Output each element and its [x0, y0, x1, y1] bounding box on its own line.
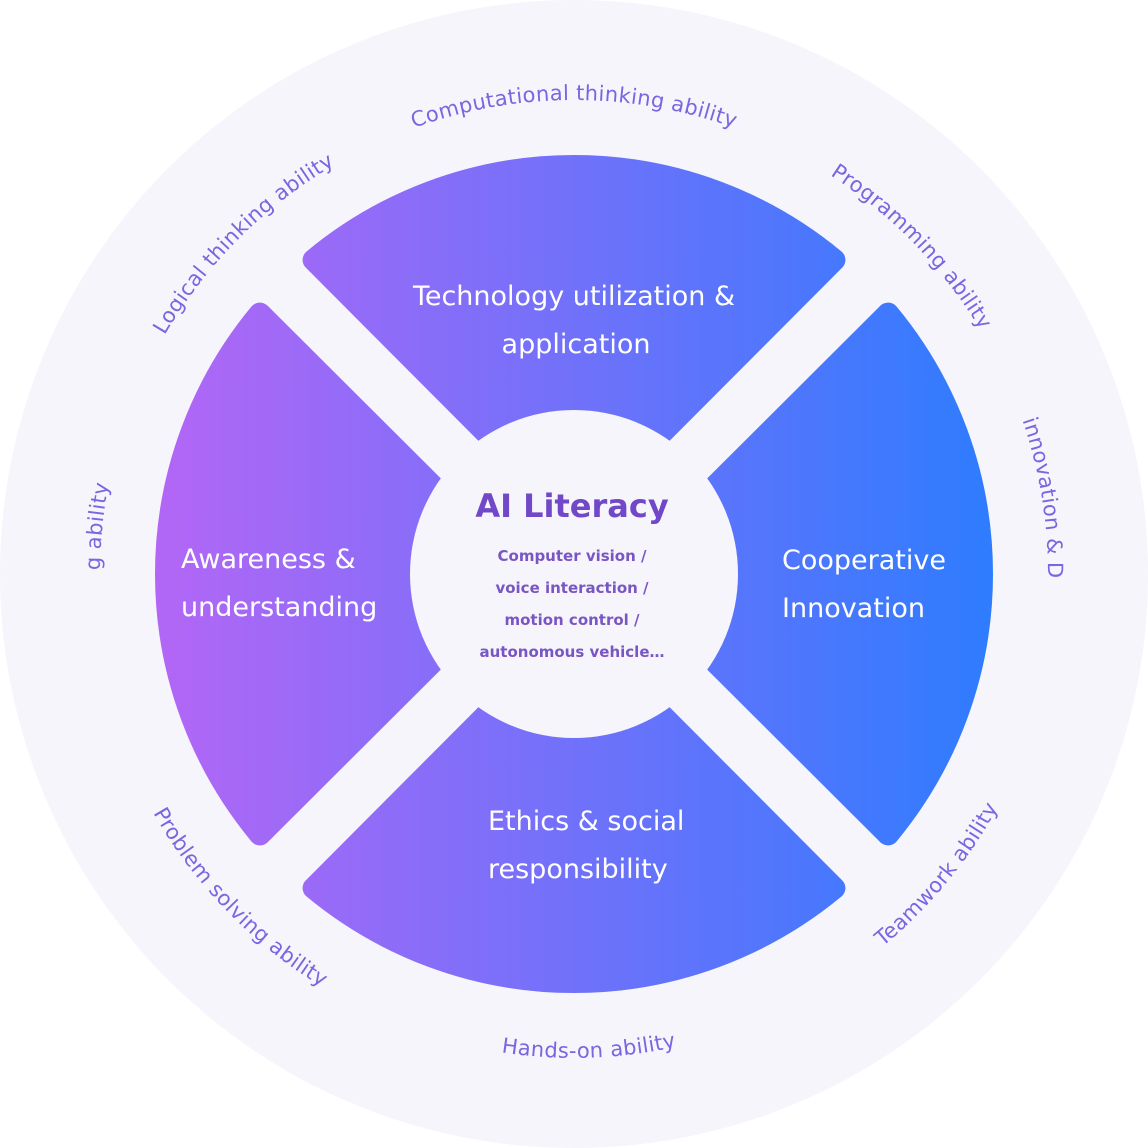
- center-circle: [410, 410, 738, 738]
- segment-left-line-2: understanding: [181, 592, 377, 623]
- segment-top-line-1: Technology utilization &: [412, 281, 735, 312]
- segment-top-line-2: application: [502, 329, 651, 360]
- segment-right-line-2: Innovation: [782, 593, 925, 624]
- segment-bottom-line-2: responsibility: [488, 854, 668, 885]
- segment-bottom-line-1: Ethics & social: [488, 806, 684, 837]
- segment-left-line-1: Awareness &: [181, 544, 356, 575]
- center-line-1: Computer vision /: [498, 547, 648, 565]
- center-line-2: voice interaction /: [495, 579, 649, 597]
- center-line-3: motion control /: [504, 611, 640, 629]
- center-title: AI Literacy: [475, 487, 669, 525]
- segments: [155, 155, 993, 993]
- segment-right-line-1: Cooperative: [782, 545, 946, 576]
- center-line-4: autonomous vehicle…: [479, 643, 664, 661]
